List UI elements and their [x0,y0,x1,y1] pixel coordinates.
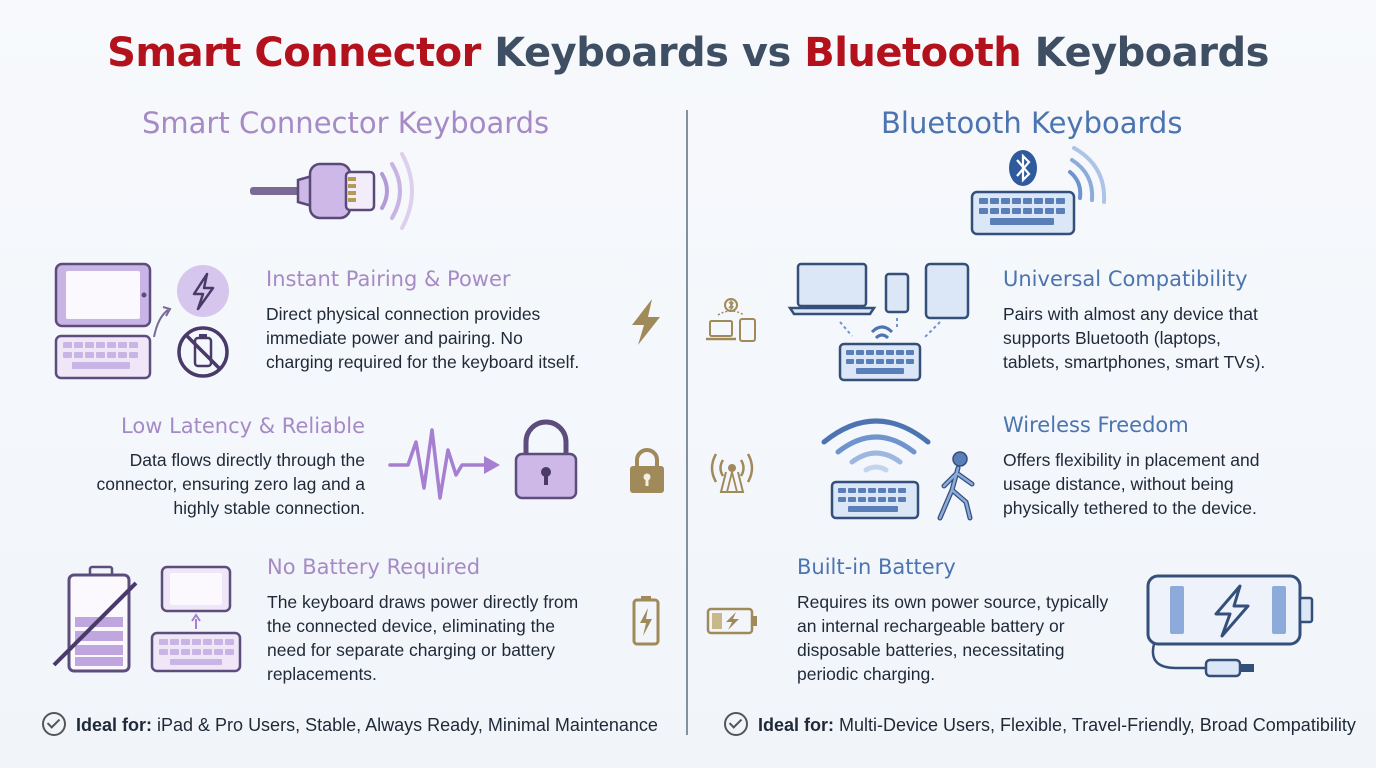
multi-device-keyboard-icon [787,262,970,382]
feature-universal-compat-heading: Universal Compatibility [1003,267,1248,291]
smart-connector-plug-icon [250,152,414,230]
signal-wave-lock-icon [388,419,578,500]
text-line: replacements. [267,664,377,684]
text-line: periodic charging. [797,664,936,684]
text-line: supports Bluetooth (laptops, [1003,328,1221,348]
feature-low-latency-text: Data flows directly through the connecto… [40,448,365,520]
ideal-text: iPad & Pro Users, Stable, Always Ready, … [152,714,658,735]
feature-wireless-freedom-heading: Wireless Freedom [1003,413,1189,437]
text-line: Data flows directly through the [129,450,365,470]
battery-icon [632,596,660,646]
text-line: need for separate charging or battery [267,640,555,660]
title-bluetooth: Bluetooth [804,30,1022,76]
text-line: highly stable connection. [173,498,365,518]
text-line: disposable batteries, necessitating [797,640,1065,660]
feature-wireless-freedom-text: Offers flexibility in placement and usag… [1003,448,1333,520]
text-line: The keyboard draws power directly from [267,592,579,612]
devices-icon [706,298,756,342]
ideal-label: Ideal for: [758,714,835,735]
check-circle-icon [724,712,748,736]
title-end: Keyboards [1021,30,1270,76]
page-title: Smart Connector Keyboards vs Bluetooth K… [0,30,1376,76]
title-smart-connector: Smart Connector [107,30,481,76]
bolt-no-battery-icon [177,265,229,378]
rechargeable-battery-icon [1146,574,1314,678]
feature-no-battery-text: The keyboard draws power directly from t… [267,590,627,686]
tablet-keyboard-icon [54,262,172,380]
text-line: Offers flexibility in placement and [1003,450,1260,470]
text-line: an internal rechargeable battery or [797,616,1065,636]
text-line: tablets, smartphones, smart TVs). [1003,352,1266,372]
text-line: charging required for the keyboard itsel… [266,352,580,372]
feature-universal-compat-text: Pairs with almost any device that suppor… [1003,302,1333,374]
text-line: physically tethered to the device. [1003,498,1257,518]
lock-icon [630,448,664,493]
column-divider [686,110,688,735]
text-line: connector, ensuring zero lag and a [96,474,365,494]
title-middle: Keyboards vs [480,30,805,76]
feature-built-in-battery-heading: Built-in Battery [797,555,956,579]
feature-instant-pairing-text: Direct physical connection provides imme… [266,302,626,374]
feature-no-battery-heading: No Battery Required [267,555,481,579]
feature-low-latency-heading: Low Latency & Reliable [121,414,365,438]
left-ideal-for: Ideal for: iPad & Pro Users, Stable, Alw… [42,712,658,738]
bluetooth-keyboard-icon [970,146,1107,236]
ideal-text: Multi-Device Users, Flexible, Travel-Fri… [834,714,1356,735]
text-line: the connected device, eliminating the [267,616,555,636]
text-line: immediate power and pairing. No [266,328,523,348]
check-circle-icon [42,712,66,736]
wireless-freedom-icon [821,418,975,521]
left-column-heading: Smart Connector Keyboards [142,106,550,140]
no-battery-tablet-icon [52,565,242,673]
text-line: Direct physical connection provides [266,304,541,324]
feature-instant-pairing-heading: Instant Pairing & Power [266,267,511,291]
feature-built-in-battery-text: Requires its own power source, typically… [797,590,1142,686]
antenna-icon [710,453,754,493]
ideal-label: Ideal for: [76,714,153,735]
text-line: usage distance, without being [1003,474,1234,494]
charging-battery-icon [706,607,757,635]
text-line: Pairs with almost any device that [1003,304,1258,324]
text-line: Requires its own power source, typically [797,592,1109,612]
bolt-icon [632,299,660,345]
right-ideal-for: Ideal for: Multi-Device Users, Flexible,… [724,712,1356,738]
right-column-heading: Bluetooth Keyboards [881,106,1183,140]
